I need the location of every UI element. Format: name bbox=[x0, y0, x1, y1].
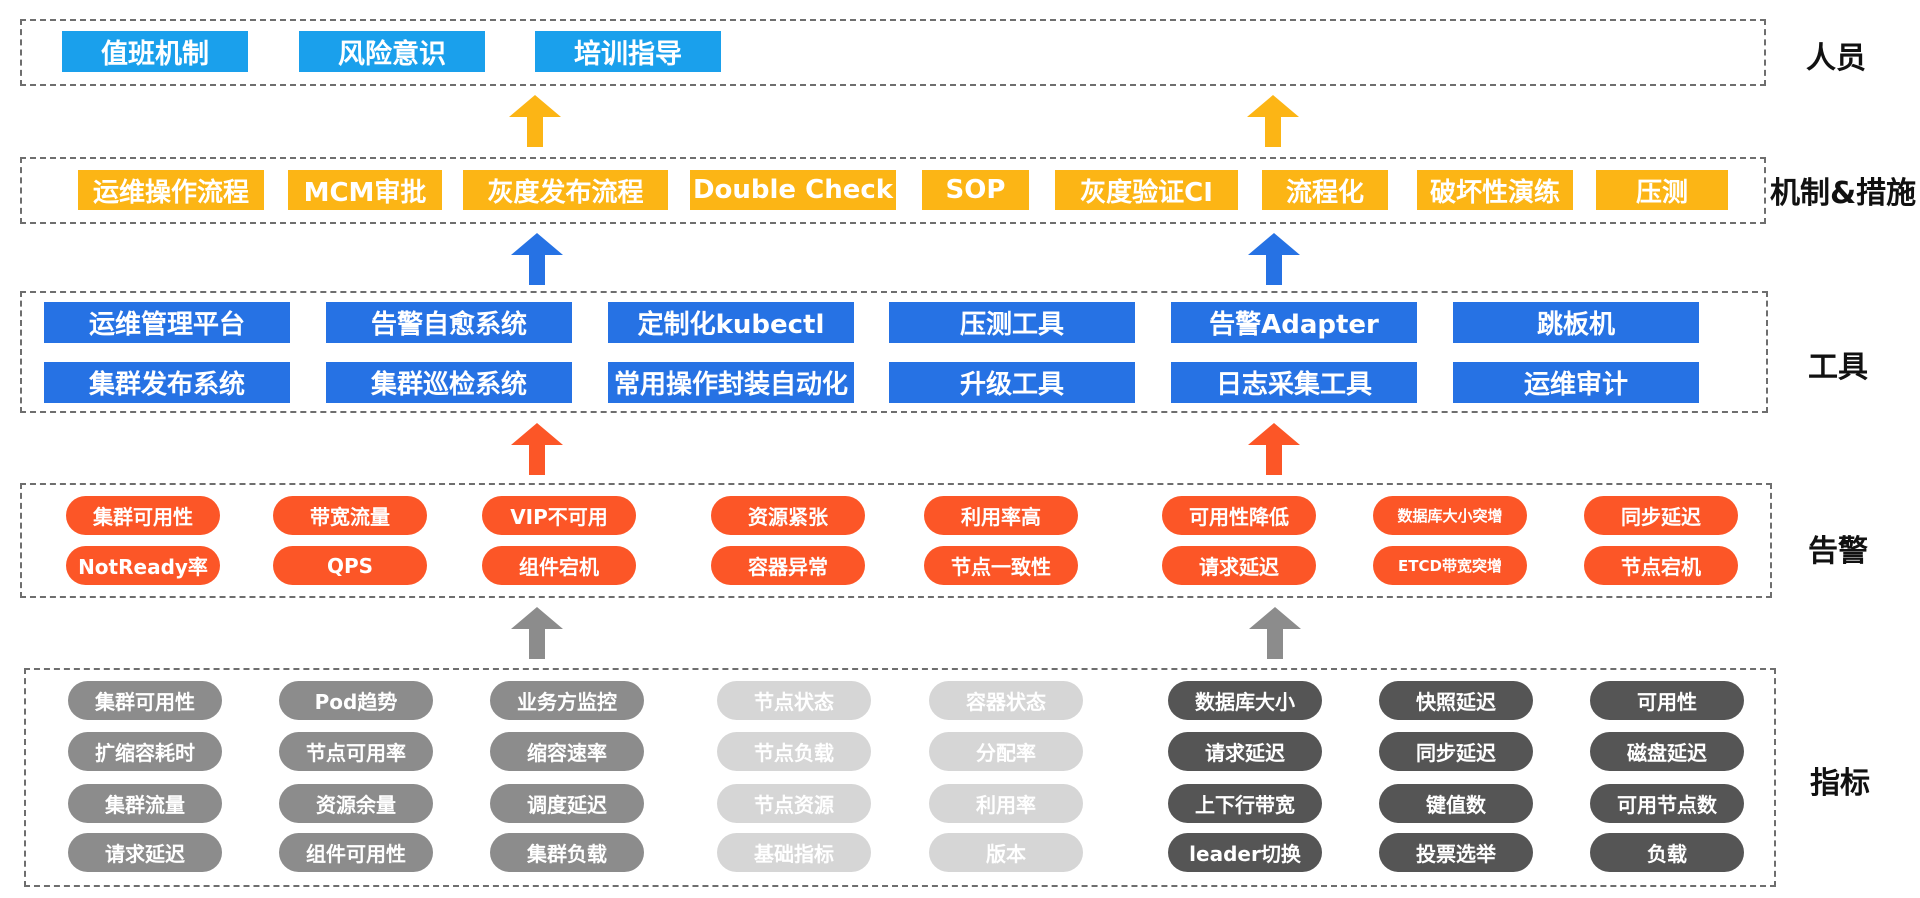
alert-item: 节点一致性 bbox=[924, 546, 1078, 585]
metric-item: 磁盘延迟 bbox=[1590, 732, 1744, 771]
layer-label-alerts: 告警 bbox=[1808, 534, 1868, 569]
layer-label-metrics: 指标 bbox=[1810, 766, 1870, 801]
tool-item: 压测工具 bbox=[889, 302, 1135, 343]
arrow-up-icon bbox=[1248, 423, 1300, 475]
tool-item: 日志采集工具 bbox=[1171, 362, 1417, 403]
metric-item: 扩缩容耗时 bbox=[68, 732, 222, 771]
metric-item: 容器状态 bbox=[929, 681, 1083, 720]
tool-item: 跳板机 bbox=[1453, 302, 1699, 343]
metric-item: 请求延迟 bbox=[68, 833, 222, 872]
tool-item: 运维管理平台 bbox=[44, 302, 290, 343]
metric-item: 集群可用性 bbox=[68, 681, 222, 720]
alert-item: 集群可用性 bbox=[66, 496, 220, 535]
metric-item: 节点状态 bbox=[717, 681, 871, 720]
metric-item: 投票选举 bbox=[1379, 833, 1533, 872]
alert-item: 组件宕机 bbox=[482, 546, 636, 585]
tool-item: 运维审计 bbox=[1453, 362, 1699, 403]
metric-item: 集群负载 bbox=[490, 833, 644, 872]
metric-item: 版本 bbox=[929, 833, 1083, 872]
metric-item: Pod趋势 bbox=[279, 681, 433, 720]
tool-item: 告警自愈系统 bbox=[326, 302, 572, 343]
metric-item: 可用节点数 bbox=[1590, 784, 1744, 823]
arrow-up-icon bbox=[1249, 607, 1301, 659]
alert-item: 同步延迟 bbox=[1584, 496, 1738, 535]
metric-item: 负载 bbox=[1590, 833, 1744, 872]
mechanism-item: Double Check bbox=[690, 170, 896, 210]
alert-item: 请求延迟 bbox=[1162, 546, 1316, 585]
metric-item: 基础指标 bbox=[717, 833, 871, 872]
layer-label-people: 人员 bbox=[1806, 41, 1866, 76]
mechanism-item: 破坏性演练 bbox=[1417, 170, 1573, 210]
tools-layer bbox=[20, 291, 1768, 413]
people-layer bbox=[20, 19, 1766, 86]
mechanism-item: 灰度发布流程 bbox=[463, 170, 668, 210]
metrics-layer bbox=[24, 668, 1776, 887]
tool-item: 集群巡检系统 bbox=[326, 362, 572, 403]
mechanism-item: 压测 bbox=[1596, 170, 1728, 210]
alert-item: 容器异常 bbox=[711, 546, 865, 585]
tool-item: 告警Adapter bbox=[1171, 302, 1417, 343]
people-item: 风险意识 bbox=[299, 31, 485, 72]
mechanism-item: 灰度验证CI bbox=[1055, 170, 1238, 210]
mechanism-layer bbox=[20, 157, 1766, 224]
metric-item: 上下行带宽 bbox=[1168, 784, 1322, 823]
alert-item: QPS bbox=[273, 546, 427, 585]
mechanism-item: MCM审批 bbox=[288, 170, 442, 210]
metric-item: leader切换 bbox=[1168, 833, 1322, 872]
metric-item: 调度延迟 bbox=[490, 784, 644, 823]
tool-item: 升级工具 bbox=[889, 362, 1135, 403]
alert-item: 资源紧张 bbox=[711, 496, 865, 535]
tool-item: 定制化kubectl bbox=[608, 302, 854, 343]
mechanism-item: SOP bbox=[922, 170, 1029, 210]
metric-item: 利用率 bbox=[929, 784, 1083, 823]
tool-item: 集群发布系统 bbox=[44, 362, 290, 403]
metric-item: 分配率 bbox=[929, 732, 1083, 771]
layer-label-mechanism: 机制&措施 bbox=[1770, 176, 1917, 211]
tool-item: 常用操作封装自动化 bbox=[608, 362, 854, 403]
metric-item: 节点可用率 bbox=[279, 732, 433, 771]
metric-item: 节点负载 bbox=[717, 732, 871, 771]
people-item: 值班机制 bbox=[62, 31, 248, 72]
alert-item: 数据库大小突增 bbox=[1373, 496, 1527, 535]
mechanism-item: 流程化 bbox=[1262, 170, 1388, 210]
alert-item: 可用性降低 bbox=[1162, 496, 1316, 535]
metric-item: 同步延迟 bbox=[1379, 732, 1533, 771]
metric-item: 数据库大小 bbox=[1168, 681, 1322, 720]
metric-item: 快照延迟 bbox=[1379, 681, 1533, 720]
alerts-layer bbox=[20, 483, 1772, 598]
arrow-up-icon bbox=[511, 607, 563, 659]
metric-item: 请求延迟 bbox=[1168, 732, 1322, 771]
alert-item: 利用率高 bbox=[924, 496, 1078, 535]
metric-item: 键值数 bbox=[1379, 784, 1533, 823]
alert-item: ETCD带宽突增 bbox=[1373, 546, 1527, 585]
arrow-up-icon bbox=[511, 423, 563, 475]
alert-item: 带宽流量 bbox=[273, 496, 427, 535]
layer-label-tools: 工具 bbox=[1808, 350, 1868, 385]
metric-item: 节点资源 bbox=[717, 784, 871, 823]
arrow-up-icon bbox=[1247, 95, 1299, 147]
alert-item: NotReady率 bbox=[66, 546, 220, 585]
metric-item: 缩容速率 bbox=[490, 732, 644, 771]
metric-item: 组件可用性 bbox=[279, 833, 433, 872]
arrow-up-icon bbox=[509, 95, 561, 147]
arrow-up-icon bbox=[511, 233, 563, 285]
alert-item: VIP不可用 bbox=[482, 496, 636, 535]
metric-item: 资源余量 bbox=[279, 784, 433, 823]
people-item: 培训指导 bbox=[535, 31, 721, 72]
metric-item: 集群流量 bbox=[68, 784, 222, 823]
alert-item: 节点宕机 bbox=[1584, 546, 1738, 585]
arrow-up-icon bbox=[1248, 233, 1300, 285]
mechanism-item: 运维操作流程 bbox=[78, 170, 264, 210]
metric-item: 业务方监控 bbox=[490, 681, 644, 720]
metric-item: 可用性 bbox=[1590, 681, 1744, 720]
